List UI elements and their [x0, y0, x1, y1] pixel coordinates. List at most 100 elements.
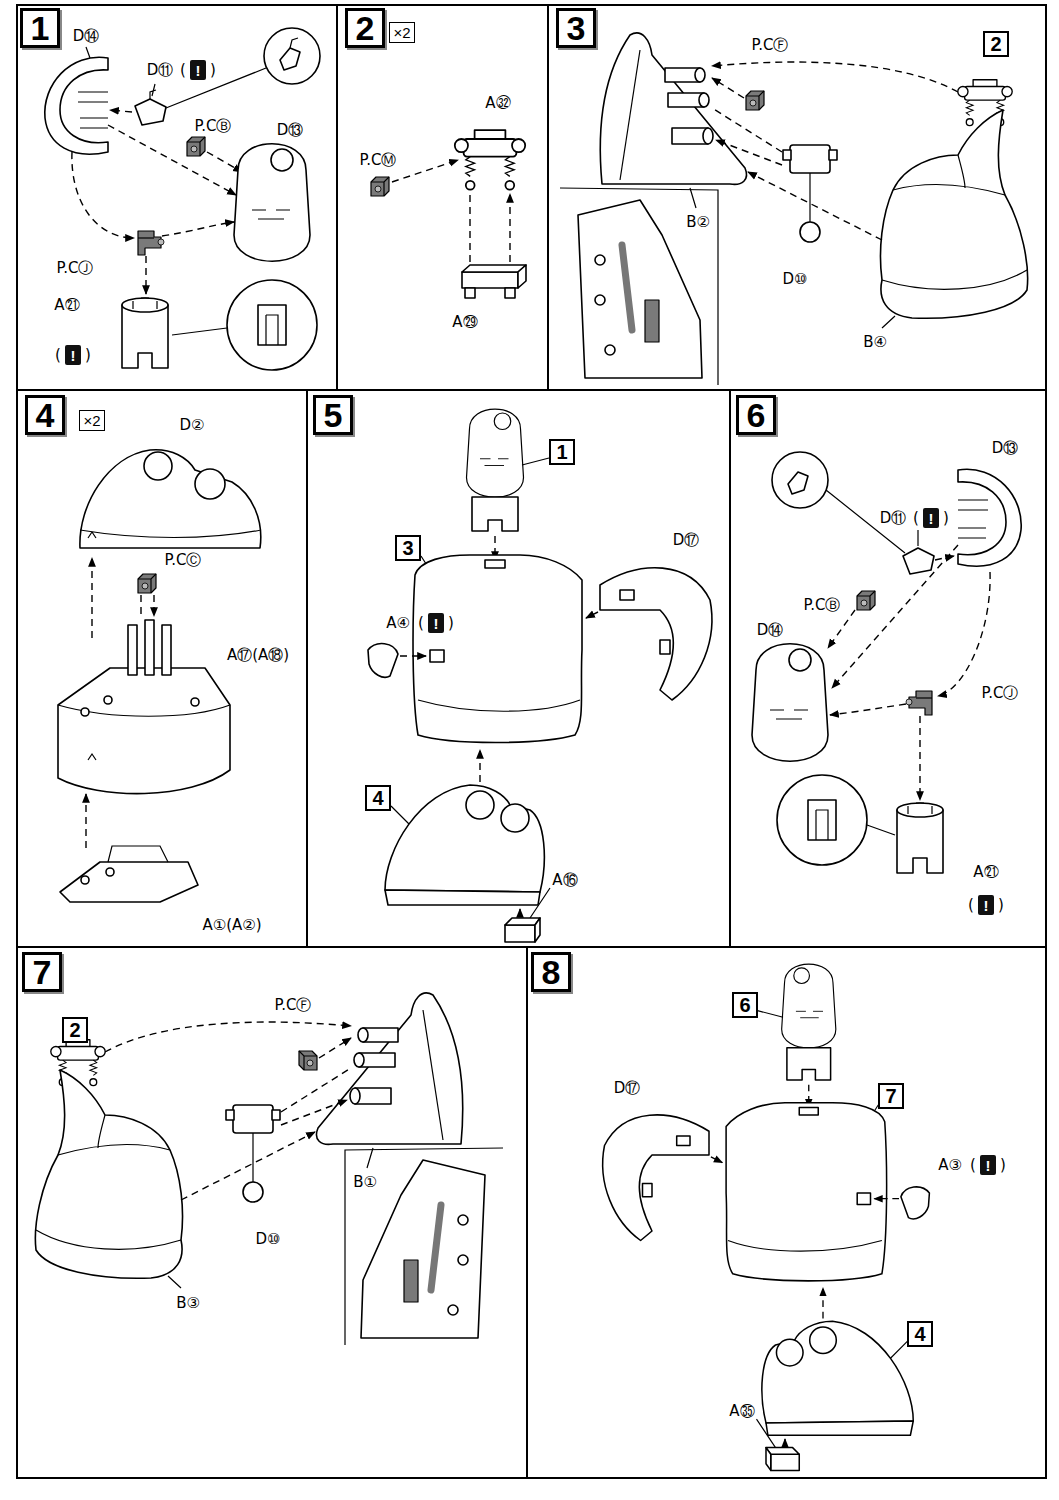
drawing-stroke	[108, 125, 236, 195]
quantity-box: ×2	[389, 22, 414, 43]
part-label: )	[997, 896, 1005, 915]
drawing-stroke	[622, 245, 632, 330]
caution-mark: !	[980, 1155, 996, 1175]
step-number: 8	[531, 952, 571, 992]
drawing-stroke	[809, 173, 810, 222]
step-number: 4	[25, 395, 65, 435]
part-label: B③	[175, 1294, 201, 1313]
drawing-stroke	[645, 300, 659, 342]
drawing-stroke	[800, 222, 820, 242]
drawing-stroke	[138, 231, 164, 255]
drawing-stroke	[234, 144, 310, 262]
drawing-stroke	[106, 868, 114, 876]
drawing-stroke	[479, 750, 480, 782]
part-label: A⑰(A⑱)	[226, 646, 290, 665]
quantity-box: ×2	[79, 410, 104, 431]
part-label: )	[84, 346, 92, 365]
node-text: !	[986, 1158, 991, 1173]
drawing-stroke	[808, 800, 836, 840]
drawing-stroke	[162, 222, 234, 236]
step-number: 3	[556, 8, 596, 48]
drawing-stroke	[752, 644, 828, 762]
part-label: D⑰	[613, 1079, 642, 1098]
drawing-stroke	[162, 625, 171, 675]
drawing-stroke	[690, 188, 895, 328]
part-label: D⑬	[991, 439, 1020, 458]
part-label: (	[417, 614, 425, 633]
drawing-stroke	[108, 846, 168, 862]
drawing-stroke	[958, 80, 1012, 126]
drawing-stroke	[505, 925, 535, 942]
drawing-stroke	[85, 794, 86, 848]
subassembly-reference: 4	[907, 1321, 933, 1347]
part-label: (	[969, 1156, 977, 1175]
drawing-stroke	[17, 5, 1046, 1478]
drawing-stroke	[903, 548, 934, 574]
drawing-stroke	[172, 315, 278, 345]
drawing-stroke	[897, 803, 943, 873]
drawing-stroke	[187, 137, 205, 156]
drawing-stroke	[207, 152, 242, 172]
drawing-stroke	[699, 93, 709, 107]
drawing-stroke	[935, 556, 954, 560]
part-label: D②	[179, 416, 206, 435]
part-label: P.CⒿ	[981, 684, 1020, 703]
part-label: )	[942, 509, 950, 528]
part-label: A㉜	[484, 94, 511, 113]
drawing-stroke	[400, 655, 426, 656]
node-text: 6	[739, 995, 750, 1015]
drawing-stroke	[703, 128, 713, 144]
step-4-illustration	[58, 450, 261, 902]
part-label: A㉙	[451, 313, 478, 332]
drawing-stroke	[830, 704, 906, 715]
drawing-stroke	[371, 177, 389, 196]
drawing-stroke	[772, 452, 828, 508]
drawing-stroke	[828, 610, 855, 648]
subassembly-reference: 2	[62, 1017, 88, 1043]
drawing-stroke	[462, 265, 526, 272]
drawing-stroke	[695, 68, 705, 82]
drawing-stroke	[578, 200, 702, 378]
drawing-stroke	[595, 255, 605, 265]
drawing-stroke	[227, 280, 317, 370]
step-number: 2	[345, 8, 385, 48]
drawing-stroke	[882, 155, 1027, 289]
node-text: 2	[356, 11, 375, 45]
caution-mark: !	[428, 613, 444, 633]
drawing-stroke	[455, 130, 525, 189]
part-label: D⑩	[255, 1230, 282, 1249]
drawing-stroke	[919, 716, 920, 800]
step-1-illustration	[45, 28, 320, 370]
node-text: 3	[567, 11, 586, 45]
node-text: 2	[69, 1020, 80, 1040]
drawing-stroke	[144, 452, 172, 480]
drawing-stroke	[746, 91, 764, 110]
drawing-stroke	[620, 590, 634, 600]
drawing-stroke	[712, 62, 958, 92]
part-label: (	[967, 896, 975, 915]
drawing-stroke	[620, 50, 640, 180]
part-label: P.CⒻ	[274, 996, 313, 1015]
drawing-stroke	[195, 469, 225, 499]
drawing-stroke	[58, 705, 230, 760]
drawing-stroke	[467, 409, 524, 497]
part-label: B④	[862, 333, 888, 352]
part-label: (	[54, 346, 62, 365]
step-number: 5	[313, 395, 353, 435]
subassembly-reference: 4	[365, 785, 391, 811]
step-number: 1	[20, 8, 60, 48]
drawing-stroke	[145, 256, 146, 294]
step-8-illustration	[603, 964, 930, 1470]
step-7-illustration	[35, 993, 503, 1345]
drawing-stroke	[60, 862, 198, 902]
part-label: P.CⒿ	[56, 259, 95, 278]
drawing-stroke	[392, 160, 458, 182]
drawing-stroke	[560, 188, 718, 385]
subassembly-reference: 6	[732, 992, 758, 1018]
node-text: 3	[402, 538, 413, 558]
drawing-stroke	[72, 152, 134, 238]
drawing-stroke	[138, 574, 156, 593]
drawing-stroke	[81, 708, 89, 716]
